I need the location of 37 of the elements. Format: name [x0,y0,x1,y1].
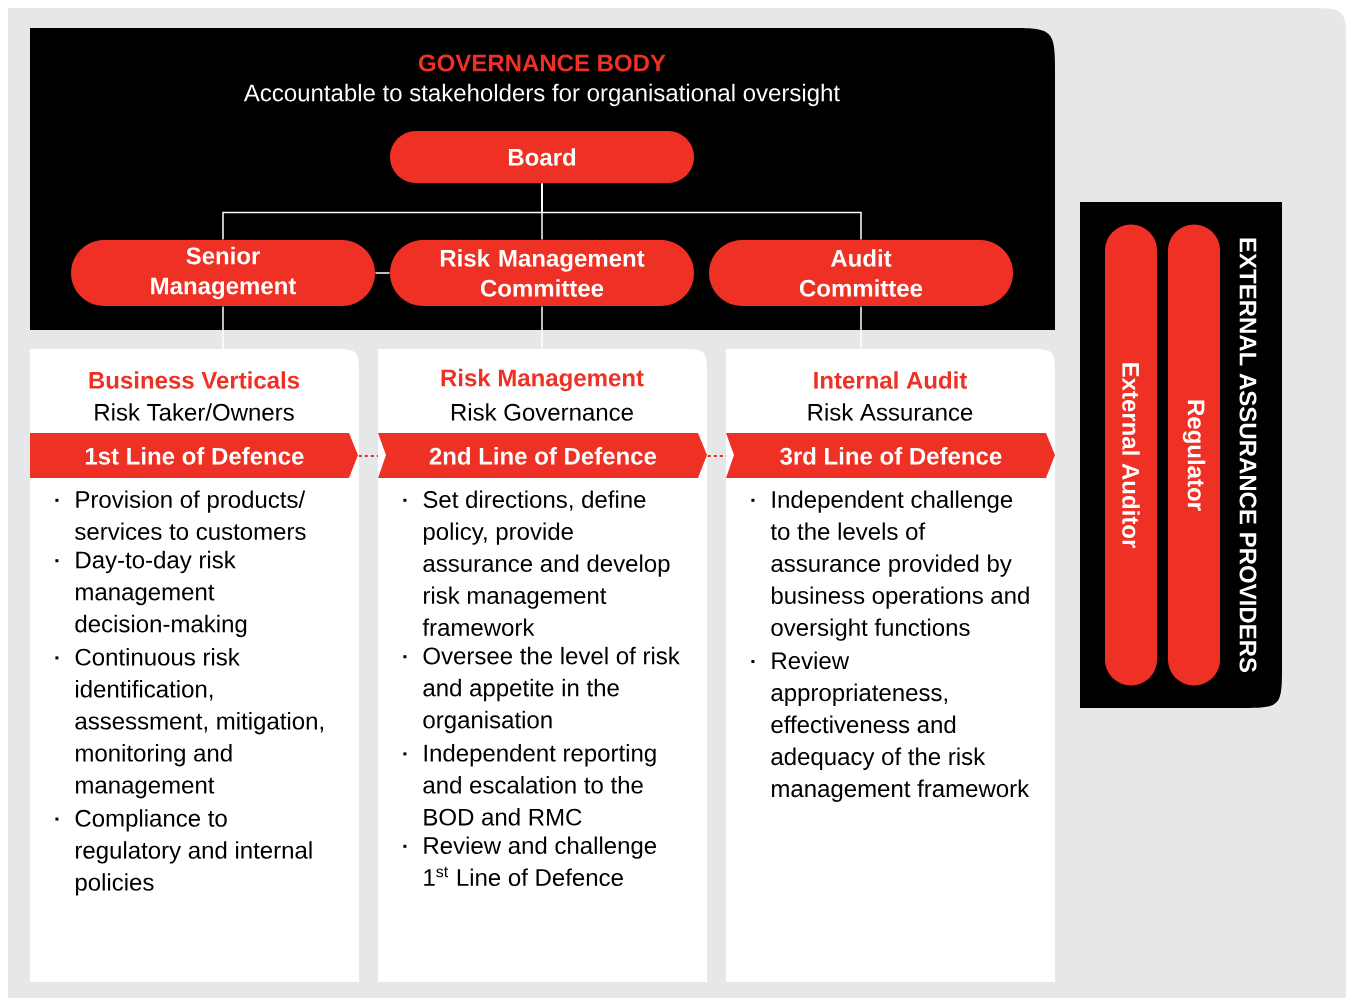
bullet-item: Set directions, define policy, provide assurance and develop risk management framework [403,490,670,636]
dotted-connector [357,454,379,457]
column-subheading: Risk Assurance [808,403,973,421]
bullet-item: Independent reporting and escalation to the BOD and RMC [403,744,656,826]
rounded-button: Board [390,131,694,183]
rounded-pill: External Auditor [1105,224,1157,686]
bullet-item: Review and challenge 1$^{st}$ Line of Defence [403,836,657,887]
column-subheading: Risk Governance [451,403,633,421]
bullet-item: Provision of products/ services to customers [55,490,306,540]
connector-line [541,182,862,241]
column-card [378,349,707,982]
column-heading: Internal Audit [814,371,967,389]
column-card [726,349,1055,982]
column-card [30,349,359,982]
panel-title: GOVERNANCE BODY [418,54,666,72]
rounded-button: Audit Committee [709,240,1013,306]
panel-subtitle: Accountable to stakeholders for organisational oversight [243,83,840,107]
rounded-button: Senior Management [71,240,375,306]
connector-line [374,272,391,274]
panel-title: EXTERNAL ASSURANCE PROVIDERS [1239,238,1257,673]
line-banner: 3rd Line of Defence [726,433,1055,478]
rounded-pill: Regulator [1168,224,1220,686]
bullet-item: Compliance to regulatory and internal policies [55,809,312,896]
column-heading: Risk Management [441,368,644,392]
bullet-item: Continuous risk identification, assessment, mitigation, monitoring and management [55,648,323,799]
rounded-button: Risk Management Committee [390,240,694,306]
connector-line [860,305,862,350]
line-banner: 1st Line of Defence [30,433,358,478]
line-banner: 2nd Line of Defence [378,433,707,478]
bullet-item: Independent challenge to the levels of assurance provided by business operations and oversight functions [751,490,1029,641]
column-subheading: Risk Taker/Owners [95,403,294,421]
column-heading: Business Verticals [89,371,300,389]
bullet-item: Oversee the level of risk and appetite in the organisation [403,646,680,734]
connector-line [541,305,543,350]
bullet-item: Review appropriateness, effectiveness and adequacy of the risk management framework [751,651,1030,802]
bullet-item: Day-to-day risk management decision-making [55,550,247,638]
connector-line [222,305,224,350]
